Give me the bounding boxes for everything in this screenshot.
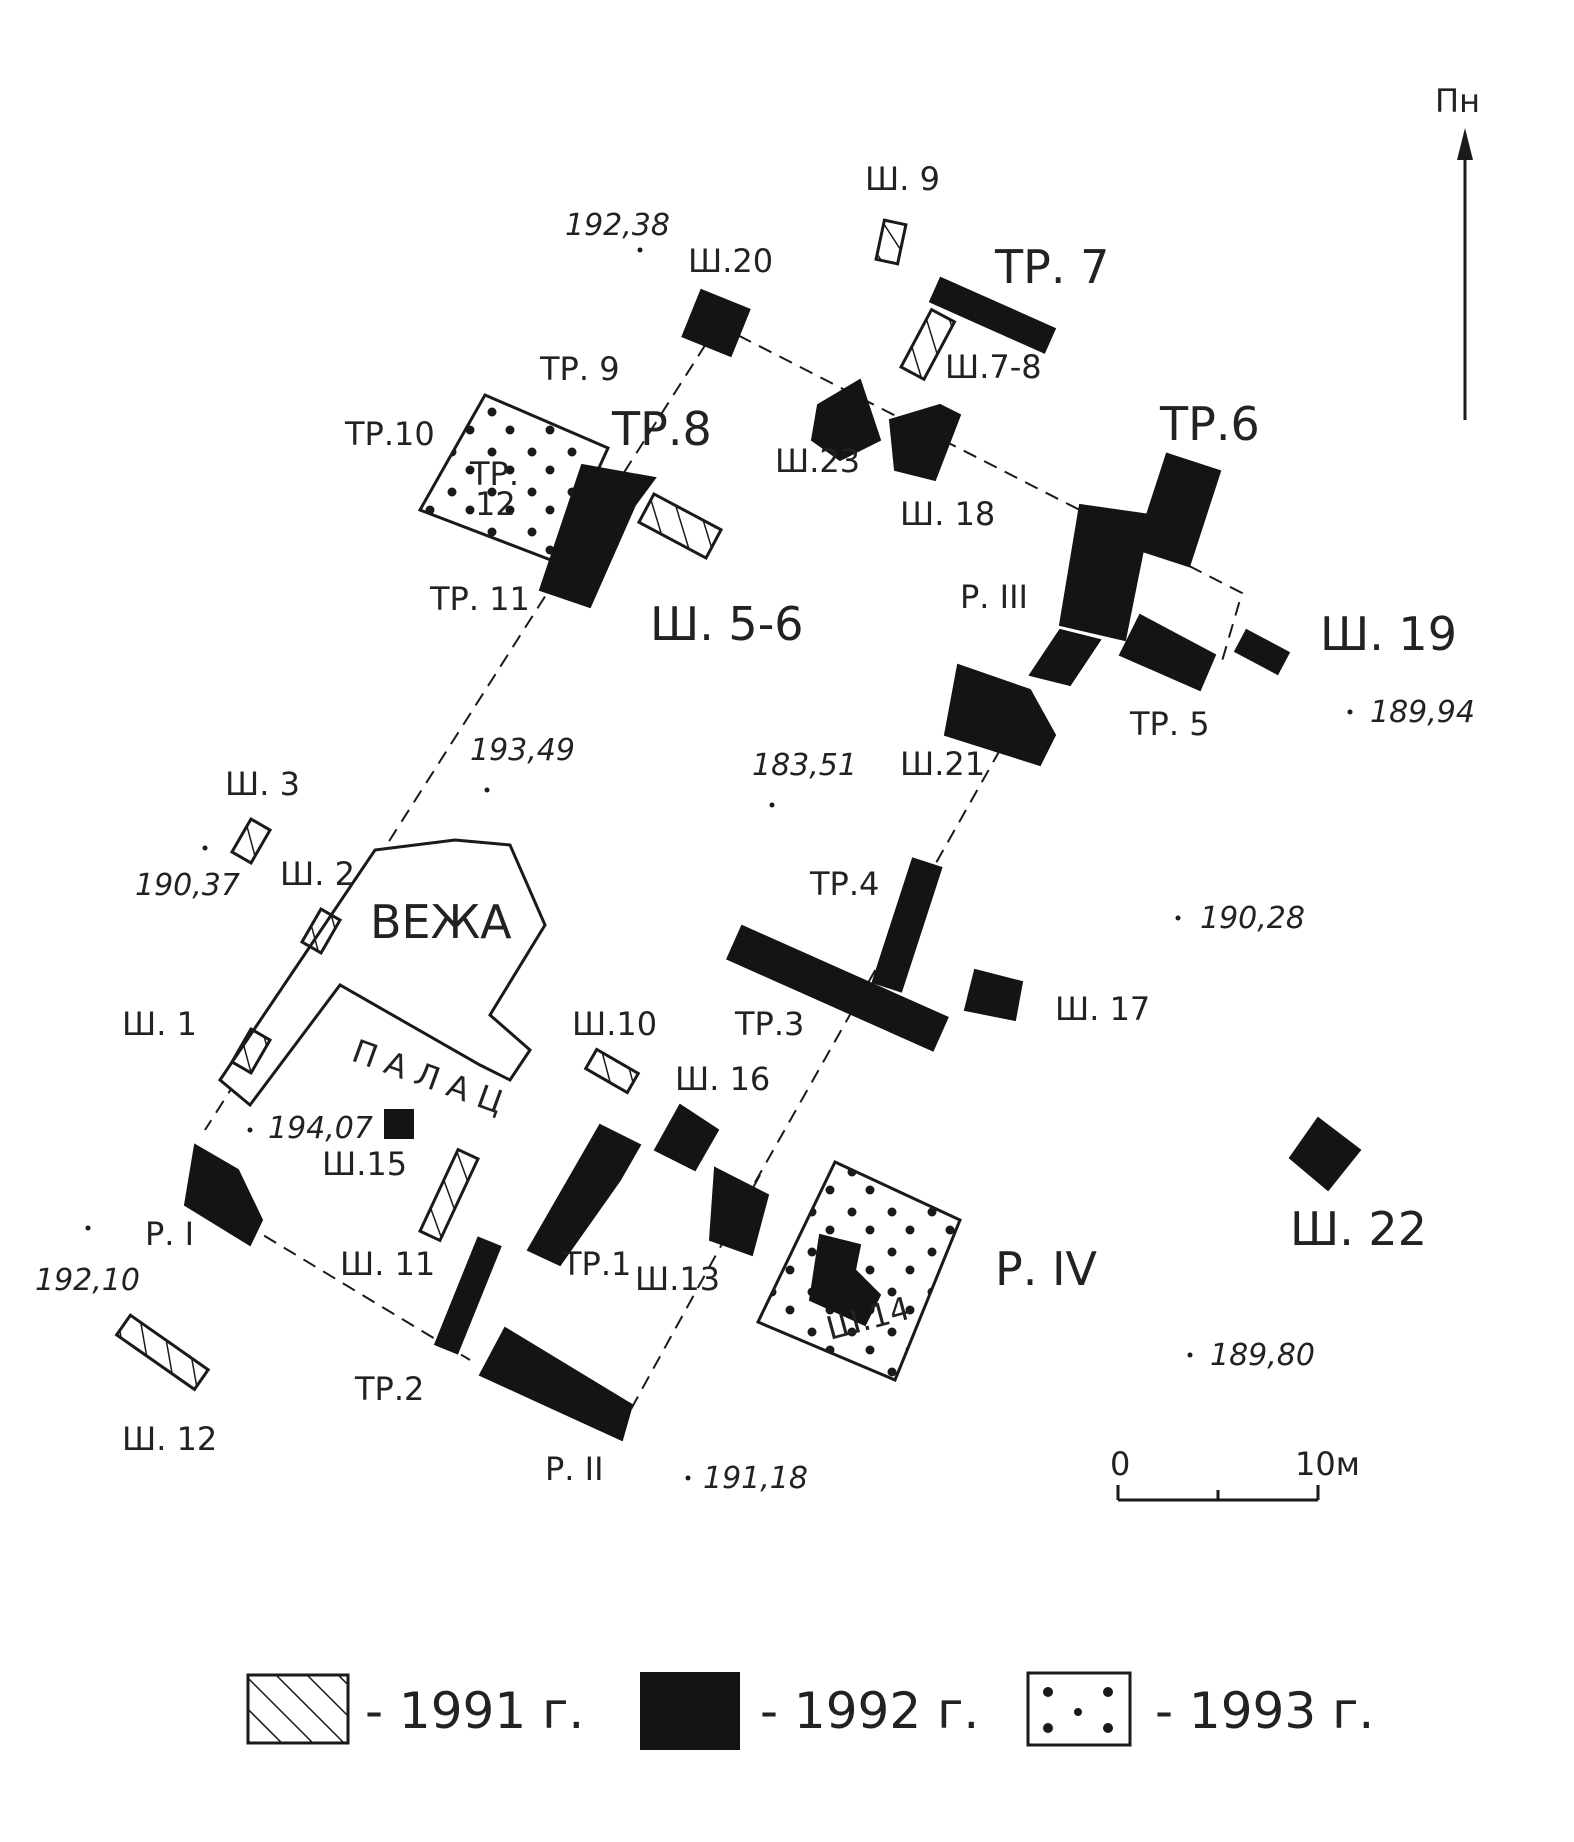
pit-21-label: Ш.21 bbox=[900, 745, 985, 783]
trench-2-label: ТР.2 bbox=[354, 1370, 424, 1408]
pit-3-1991 bbox=[229, 816, 273, 866]
elevation-192-10: 192,10 bbox=[35, 1263, 140, 1298]
pit-12-label: Ш. 12 bbox=[122, 1420, 217, 1458]
trench-3-1992 bbox=[726, 924, 949, 1052]
pit-19-label: Ш. 19 bbox=[1320, 607, 1457, 661]
north-arrowhead-icon bbox=[1457, 128, 1473, 160]
elevation-190-28: 190,28 bbox=[1200, 901, 1305, 936]
pit-22-label: Ш. 22 bbox=[1290, 1202, 1427, 1256]
pit-10-label: Ш.10 bbox=[572, 1005, 657, 1043]
excavation-iv-label: Р. IV bbox=[995, 1242, 1098, 1296]
pit-18-label: Ш. 18 bbox=[900, 495, 995, 533]
pit-14-1992 bbox=[808, 1233, 882, 1327]
trench-4-label: ТР.4 bbox=[809, 865, 879, 903]
pit-7-8-1991 bbox=[899, 307, 957, 382]
trench-1-label: ТР.1 bbox=[561, 1245, 631, 1283]
pit-17-1992 bbox=[963, 968, 1024, 1022]
excavations-1992 bbox=[183, 276, 1362, 1442]
pit-22-1992 bbox=[1288, 1116, 1362, 1192]
trench-5-1992 bbox=[1118, 613, 1217, 692]
pit-11-label: Ш. 11 bbox=[340, 1245, 435, 1283]
legend-1992-swatch bbox=[640, 1672, 740, 1750]
excavation-i-1992 bbox=[183, 1143, 264, 1247]
pit-20-label: Ш.20 bbox=[688, 242, 773, 280]
trench-8-label: ТР.8 bbox=[611, 402, 712, 456]
elevation-189-94: 189,94 bbox=[1370, 695, 1475, 730]
pit-23-label: Ш.23 bbox=[775, 442, 860, 480]
excavation-ii-label: Р. II bbox=[545, 1450, 604, 1488]
trench-7-label: ТР. 7 bbox=[994, 240, 1109, 294]
excavation-ii-1992 bbox=[478, 1326, 634, 1442]
scale-end-label: 10м bbox=[1295, 1445, 1360, 1483]
pit-16-1992 bbox=[653, 1103, 720, 1172]
trench-3-label: ТР.3 bbox=[734, 1005, 804, 1043]
pit-19-1992 bbox=[1233, 628, 1291, 676]
legend: - 1991 г. - 1992 г. - 1993 г. bbox=[246, 1671, 1374, 1750]
elevation-190-37: 190,37 bbox=[135, 868, 240, 903]
elevation-193-49: 193,49 bbox=[470, 733, 575, 768]
excavation-iv-1993 bbox=[755, 1160, 962, 1382]
trench-4-1992 bbox=[871, 857, 943, 993]
pit-17-label: Ш. 17 bbox=[1055, 990, 1150, 1028]
pit-15-label: Ш.15 bbox=[322, 1145, 407, 1183]
pit-13-1992 bbox=[708, 1166, 770, 1257]
legend-1991-label: - 1991 г. bbox=[365, 1682, 584, 1740]
tower-label: ВЕЖА bbox=[370, 895, 512, 949]
trench-9-label: ТР. 9 bbox=[539, 350, 620, 388]
pit-16-label: Ш. 16 bbox=[675, 1060, 770, 1098]
trench-5-label: ТР. 5 bbox=[1129, 705, 1210, 743]
pit-10-1991 bbox=[583, 1047, 641, 1095]
pit-23-1992 bbox=[810, 378, 882, 462]
trench-10-label: ТР.10 bbox=[344, 415, 435, 453]
pit-3-label: Ш. 3 bbox=[225, 765, 300, 803]
pit-11-1991 bbox=[418, 1147, 480, 1243]
north-label: Пн bbox=[1435, 82, 1480, 120]
pit-9-label: Ш. 9 bbox=[865, 160, 940, 198]
trench-8-11-1992 bbox=[538, 463, 657, 609]
pit-1-label: Ш. 1 bbox=[122, 1005, 197, 1043]
legend-1992-label: - 1992 г. bbox=[760, 1682, 979, 1740]
pit-12-1991 bbox=[114, 1313, 211, 1392]
trench-11-label: ТР. 11 bbox=[429, 580, 530, 618]
excavation-iii-lower-1992 bbox=[1028, 628, 1102, 687]
trench-12-label-bottom: 12 bbox=[475, 485, 516, 523]
pit-5-6-1991 bbox=[636, 492, 724, 560]
pit-2-label: Ш. 2 bbox=[280, 855, 355, 893]
trench-2-1992 bbox=[433, 1236, 502, 1355]
scale-bar: 0 10м bbox=[1110, 1445, 1360, 1502]
pit-5-6-label: Ш. 5-6 bbox=[650, 597, 804, 651]
pit-18-1992 bbox=[888, 403, 962, 482]
elevation-189-80: 189,80 bbox=[1210, 1338, 1315, 1373]
dashed-wall-northeast bbox=[717, 324, 1244, 669]
pit-2-1991 bbox=[299, 906, 343, 956]
legend-1993-label: - 1993 г. bbox=[1155, 1682, 1374, 1740]
excavation-i-label: Р. I bbox=[145, 1215, 194, 1253]
trench-7-1992 bbox=[928, 276, 1057, 354]
elevation-192-38: 192,38 bbox=[565, 208, 670, 243]
trench-1-1992 bbox=[526, 1123, 642, 1267]
pit-13-label: Ш.13 bbox=[635, 1260, 720, 1298]
dashed-wall-southeast-upper bbox=[744, 749, 1001, 1201]
trench-6-label: ТР.6 bbox=[1159, 397, 1260, 451]
pit-15-1992 bbox=[384, 1109, 414, 1139]
elevation-191-18: 191,18 bbox=[703, 1461, 808, 1496]
north-arrow: Пн bbox=[1435, 82, 1480, 420]
elevation-183-51: 183,51 bbox=[752, 748, 857, 783]
pit-21-1992 bbox=[943, 663, 1057, 767]
pit-7-8-label: Ш.7-8 bbox=[945, 348, 1042, 386]
elevation-marks: 192,38 193,49 183,51 189,94 190,37 190,2… bbox=[35, 208, 1475, 1496]
excavation-iii-1992 bbox=[1058, 503, 1152, 642]
pit-20-1992 bbox=[681, 288, 751, 358]
excavation-iii-label: Р. III bbox=[960, 578, 1028, 616]
pit-1-1991 bbox=[229, 1026, 273, 1076]
pit-9-1991 bbox=[874, 218, 908, 266]
legend-1991-swatch bbox=[246, 1673, 350, 1745]
trench-6-north-1992 bbox=[1134, 452, 1222, 568]
trench-12-label-top: ТР. bbox=[469, 455, 519, 493]
scale-start-label: 0 bbox=[1110, 1445, 1130, 1483]
elevation-194-07: 194,07 bbox=[268, 1111, 373, 1146]
